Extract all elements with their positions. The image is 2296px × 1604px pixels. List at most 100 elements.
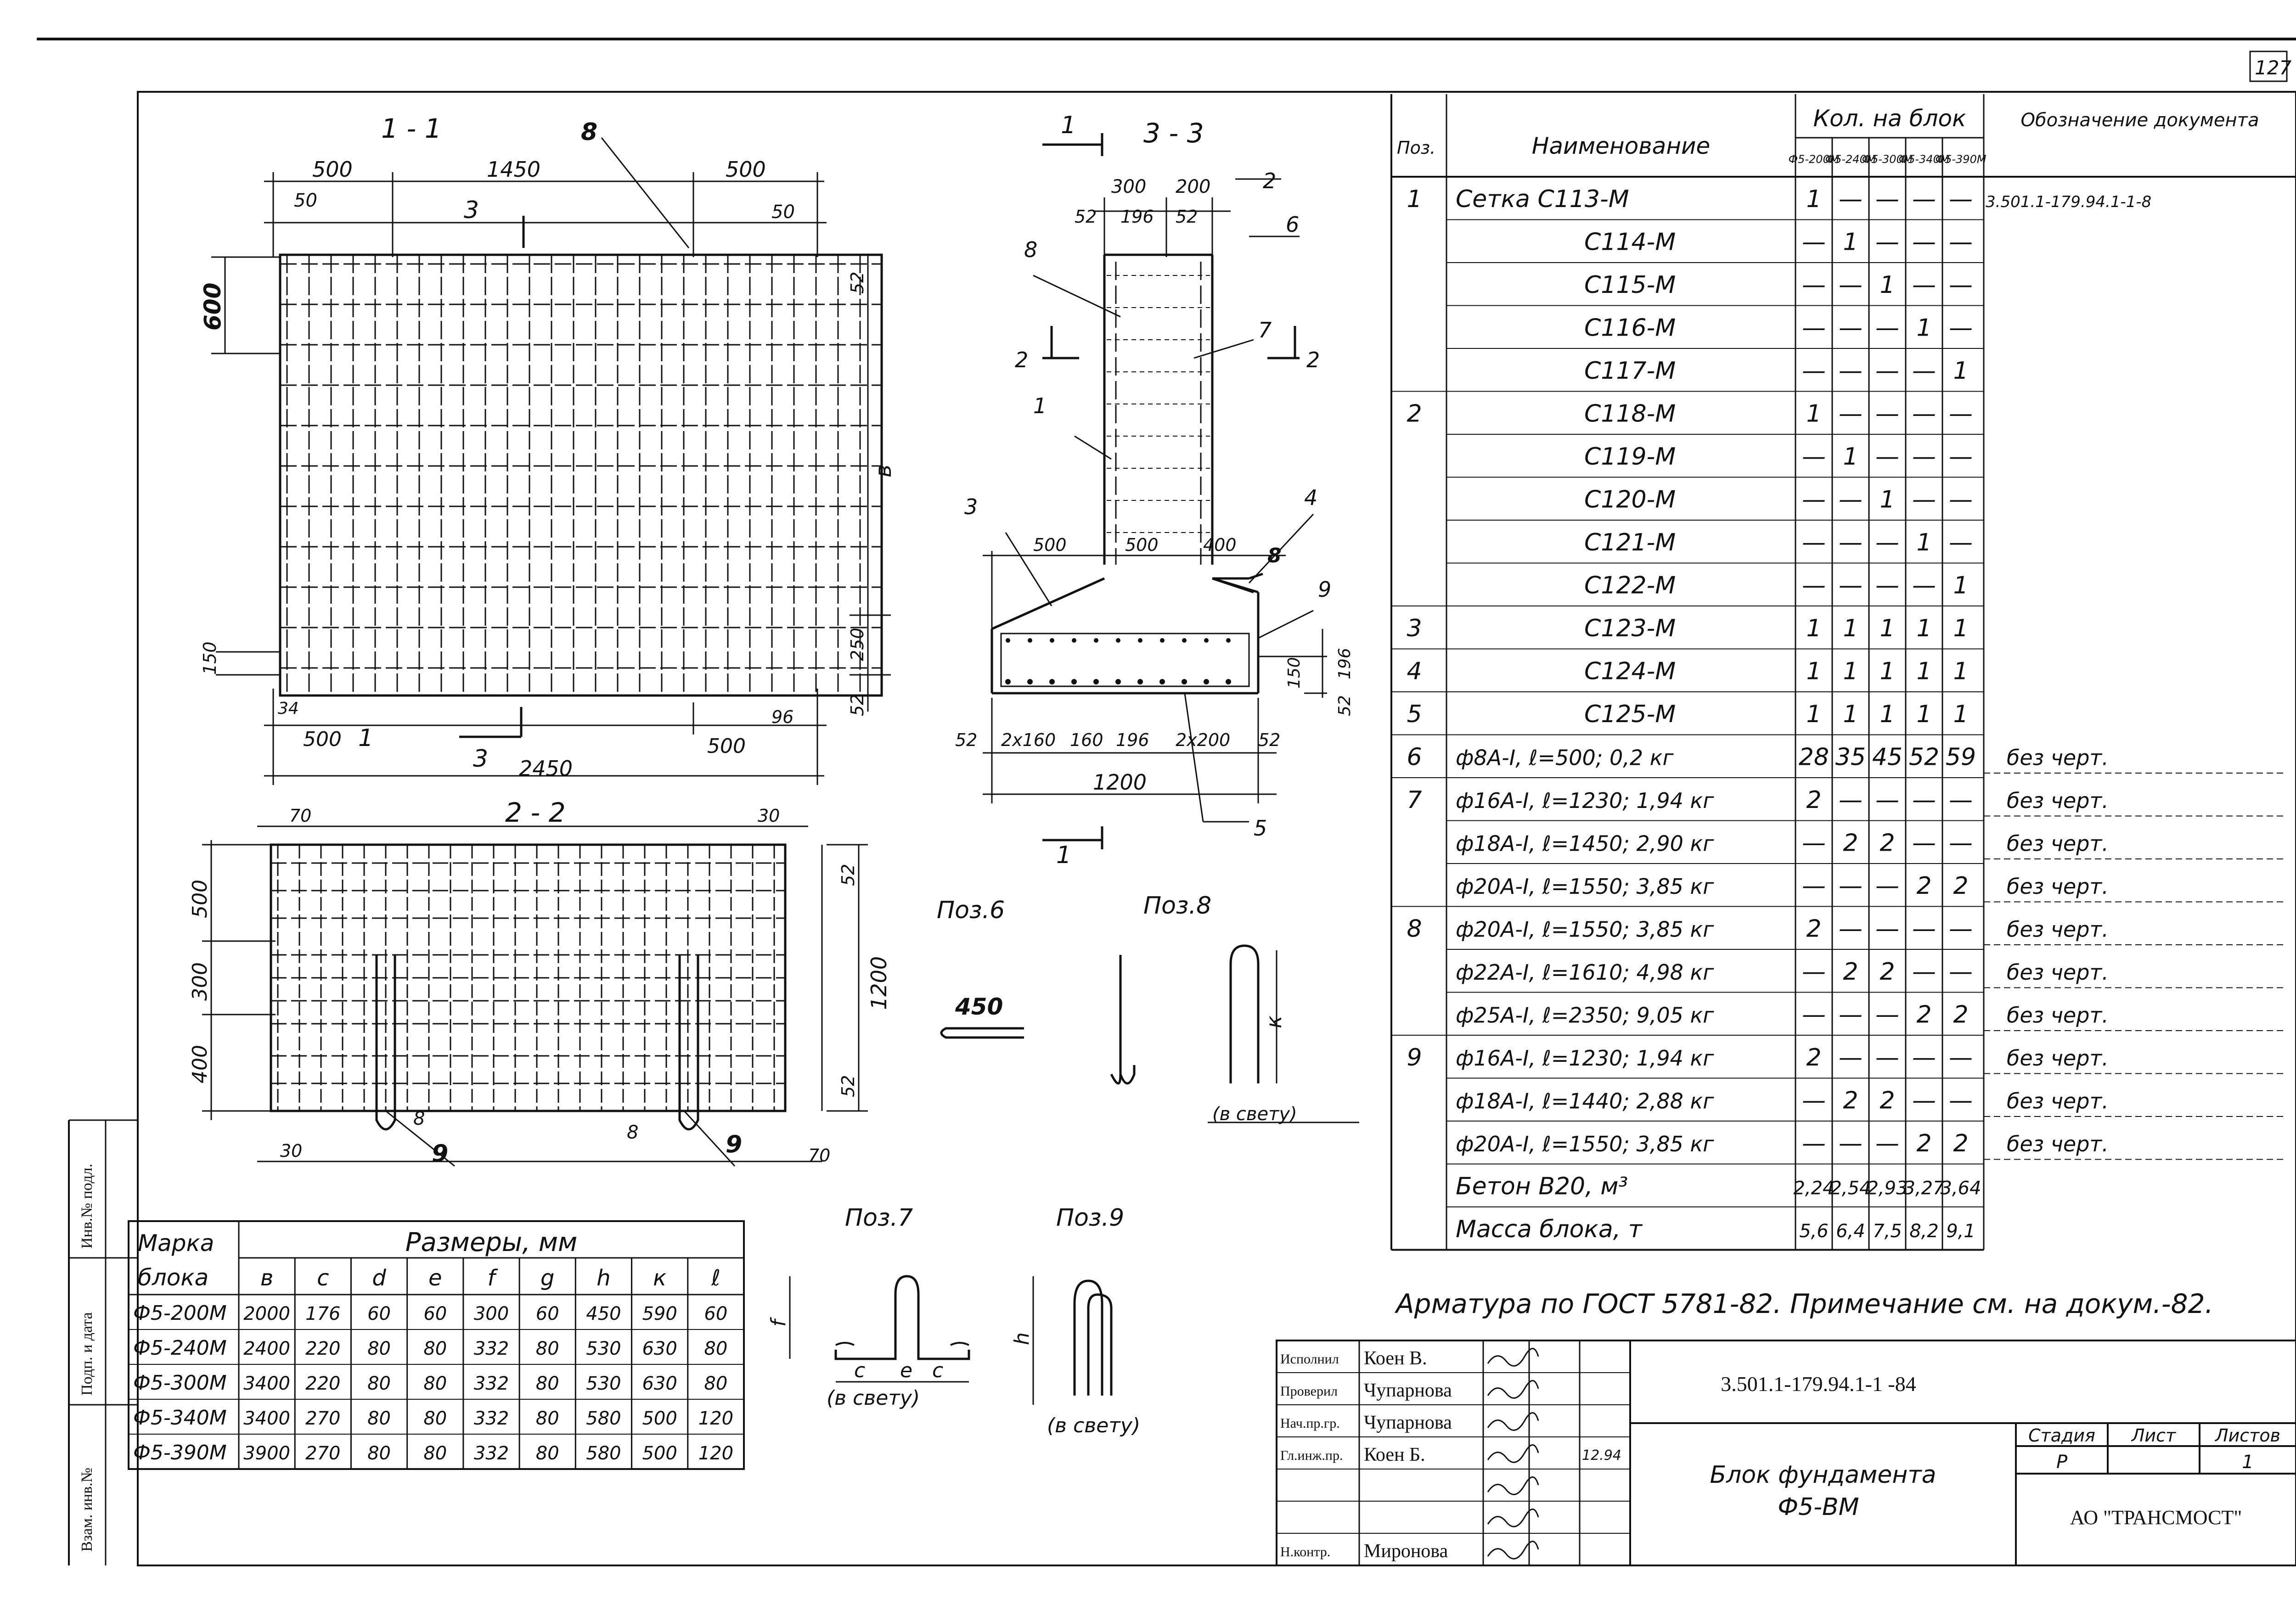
spec-qty: 2 bbox=[1880, 958, 1895, 986]
spec-qty: 59 bbox=[1946, 744, 1976, 771]
dim-table-cell: 270 bbox=[305, 1443, 340, 1464]
spec-qty: — bbox=[1949, 486, 1973, 514]
spec-qty: 1 bbox=[1880, 658, 1895, 685]
spec-qty-col-2: Ф5-300М bbox=[1862, 153, 1913, 166]
signature-name: Чупарнова bbox=[1364, 1380, 1452, 1401]
callout-9: 9 bbox=[1318, 577, 1331, 602]
dim-table-cell: 332 bbox=[474, 1408, 509, 1429]
signature-scribble bbox=[1487, 1541, 1539, 1559]
spec-qty: — bbox=[1949, 400, 1973, 428]
dim-400-side: 400 bbox=[188, 1045, 212, 1083]
signature-scribble bbox=[1487, 1348, 1539, 1367]
dim-table-cell: 120 bbox=[698, 1443, 733, 1464]
cut-mark-2-left: 2 bbox=[1015, 348, 1028, 372]
callout-8-top: 8 bbox=[1024, 237, 1037, 262]
spec-qty: 2 bbox=[1880, 830, 1895, 857]
dim-table-cell: 2400 bbox=[243, 1338, 290, 1359]
cut-mark-1-bottom: 1 bbox=[1056, 841, 1071, 869]
dim-table-cell: 60 bbox=[367, 1303, 391, 1324]
spec-qty: 5,6 bbox=[1799, 1221, 1829, 1242]
spec-qty: — bbox=[1912, 229, 1936, 256]
spec-qty: 52 bbox=[1909, 744, 1939, 771]
view-3-3-title: 3 - 3 bbox=[1143, 118, 1204, 149]
signature-scribble bbox=[1487, 1509, 1539, 1527]
dim-table-mark: Ф5-240М bbox=[133, 1336, 227, 1360]
dim-table-mark: Ф5-200М bbox=[133, 1301, 227, 1325]
spec-pos: 3 bbox=[1407, 615, 1422, 642]
dim-table-header-block: блока bbox=[138, 1264, 208, 1291]
dim-table-cell: 580 bbox=[586, 1443, 621, 1464]
dim-table-cell: 332 bbox=[474, 1373, 509, 1394]
dim-52-side-top: 52 bbox=[838, 864, 858, 886]
sheet-label: Лист bbox=[2131, 1425, 2177, 1446]
dim-2x160: 2x160 bbox=[1001, 730, 1056, 750]
spec-qty: 1 bbox=[1916, 658, 1931, 685]
spec-qty: 45 bbox=[1872, 744, 1902, 771]
spec-qty-col-0: Ф5-200М bbox=[1788, 153, 1839, 166]
view-1-1: 1 - 1 500 1450 500 bbox=[199, 113, 896, 785]
spec-name: ф25А-I, ℓ=2350; 9,05 кг bbox=[1456, 1003, 1714, 1028]
spec-qty: 1 bbox=[1916, 615, 1931, 642]
spec-pos: 2 bbox=[1407, 400, 1422, 428]
spec-qty: — bbox=[1875, 872, 1899, 900]
spec-qty: — bbox=[1839, 786, 1863, 814]
spec-qty: 1 bbox=[1806, 185, 1821, 213]
callout-3: 3 bbox=[964, 494, 978, 519]
spec-qty: — bbox=[1875, 314, 1899, 342]
spec-name: С114-М bbox=[1584, 229, 1676, 256]
stamp-replace-label: Взам. инв.№ bbox=[79, 1468, 96, 1552]
dim-table-cell: 80 bbox=[367, 1338, 391, 1359]
spec-qty: — bbox=[1802, 1087, 1826, 1115]
poz9-title: Поз.9 bbox=[1056, 1204, 1124, 1232]
spec-doc: без черт. bbox=[2007, 874, 2109, 899]
spec-qty: — bbox=[1875, 185, 1899, 213]
spec-qty: — bbox=[1912, 185, 1936, 213]
spec-qty: — bbox=[1912, 271, 1936, 299]
dim-52-stem-right: 52 bbox=[1176, 207, 1198, 227]
callout-9-right: 9 bbox=[726, 1131, 742, 1158]
dim-600: 600 bbox=[199, 283, 226, 331]
spec-doc: без черт. bbox=[2007, 746, 2109, 770]
spec-name: Масса блока, т bbox=[1456, 1216, 1643, 1243]
dim-table-cell: 220 bbox=[305, 1338, 340, 1359]
dim-table-cell: 580 bbox=[586, 1408, 621, 1429]
poz7-title: Поз.7 bbox=[845, 1204, 913, 1232]
spec-qty: 2 bbox=[1806, 915, 1821, 943]
signature-name: Коен В. bbox=[1364, 1348, 1427, 1369]
spec-qty: — bbox=[1912, 915, 1936, 943]
dim-table-cell: 530 bbox=[586, 1373, 621, 1394]
spec-qty: — bbox=[1949, 529, 1973, 556]
stage-value: Р bbox=[2056, 1452, 2068, 1473]
spec-doc: без черт. bbox=[2007, 788, 2109, 813]
mark-8: 8 bbox=[581, 118, 597, 146]
spec-qty: 3,64 bbox=[1940, 1178, 1981, 1199]
view-1-1-title: 1 - 1 bbox=[381, 113, 442, 144]
dim-table-cell: 3400 bbox=[243, 1373, 290, 1394]
poz9-bar bbox=[1073, 1279, 1113, 1396]
callout-1: 1 bbox=[1033, 393, 1047, 418]
callout-8-left: 8 bbox=[413, 1108, 425, 1129]
spec-qty: — bbox=[1949, 915, 1973, 943]
dim-v: в bbox=[871, 465, 896, 477]
poz7-dim-c-right: c bbox=[932, 1359, 943, 1382]
spec-qty: — bbox=[1839, 915, 1863, 943]
spec-qty: — bbox=[1875, 786, 1899, 814]
spec-name: ф18А-I, ℓ=1440; 2,88 кг bbox=[1456, 1089, 1714, 1114]
spec-qty: 1 bbox=[1880, 701, 1895, 728]
dim-table-cell: 80 bbox=[367, 1408, 391, 1429]
spec-name: ф8А-I, ℓ=500; 0,2 кг bbox=[1456, 746, 1674, 770]
page-number-box bbox=[2249, 50, 2288, 82]
spec-qty: — bbox=[1875, 572, 1899, 600]
dim-250: 250 bbox=[847, 628, 867, 661]
spec-qty: — bbox=[1839, 314, 1863, 342]
spec-name: С124-М bbox=[1584, 658, 1676, 685]
poz8-hook-bar bbox=[1110, 955, 1136, 1085]
spec-doc: без черт. bbox=[2007, 1089, 2109, 1114]
spec-name: ф18А-I, ℓ=1450; 2,90 кг bbox=[1456, 831, 1714, 856]
spec-qty: — bbox=[1802, 443, 1826, 471]
callout-4: 4 bbox=[1304, 485, 1317, 510]
dim-table-cell: 630 bbox=[642, 1373, 677, 1394]
spec-qty: — bbox=[1912, 572, 1936, 600]
